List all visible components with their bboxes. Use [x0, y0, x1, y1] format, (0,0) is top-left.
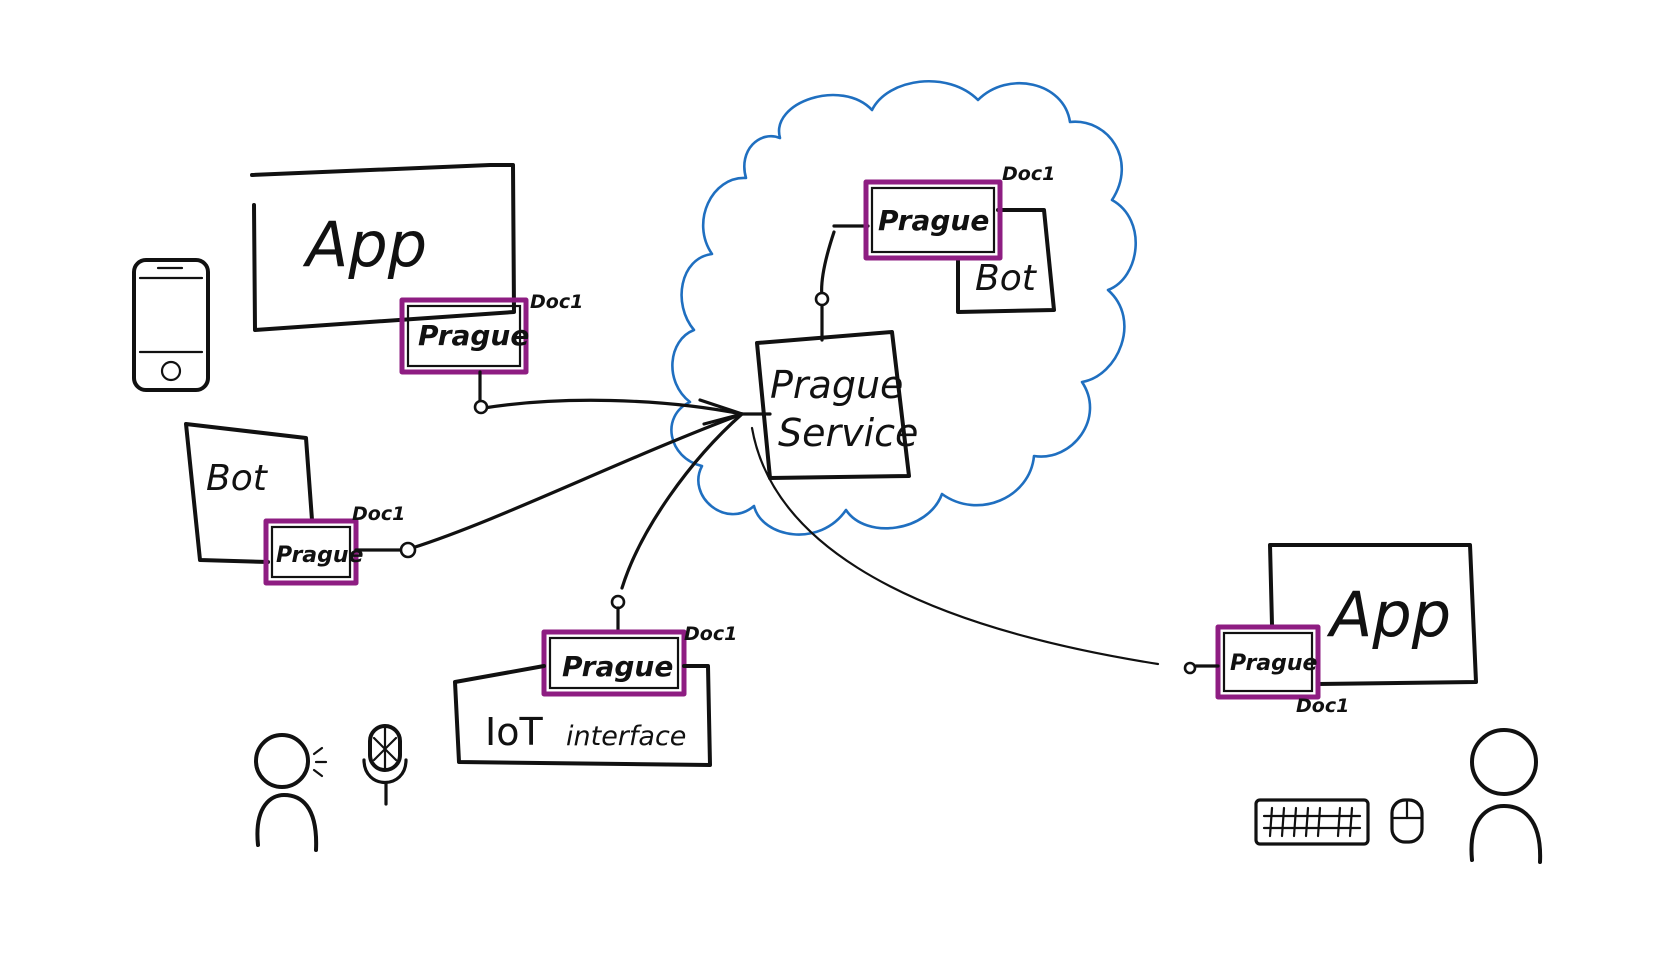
- microphone-icon: [362, 724, 408, 806]
- desktop-app-group: App Prague Doc1: [1183, 543, 1543, 864]
- iot-prague-box: [541, 629, 687, 697]
- prague-service-group: Prague Service: [755, 291, 918, 480]
- connector-bot-client: [410, 412, 744, 550]
- mobile-app-group: App Prague Doc1: [132, 163, 583, 415]
- mobile-app-label: App: [302, 208, 427, 281]
- prague-service-box: [755, 330, 911, 480]
- connector-cloud-bot: [820, 230, 836, 299]
- person-icon: [1469, 728, 1543, 864]
- cloud-bot-group: Bot Prague Doc1: [863, 163, 1056, 314]
- keyboard-icon: [1254, 798, 1370, 846]
- mouse-icon: [1390, 798, 1424, 844]
- cloud-prague-label: Prague: [878, 204, 989, 237]
- iot-doc-label: Doc1: [684, 623, 737, 645]
- desktop-app-window: [1268, 543, 1478, 686]
- iot-prague-label: Prague: [562, 650, 673, 683]
- mobile-prague-label: Prague: [418, 319, 529, 352]
- service-label-line1: Prague: [770, 363, 903, 407]
- iot-label: IoT: [485, 710, 543, 754]
- mobile-app-window: [250, 163, 516, 332]
- bot-client-group: Bot Prague Doc1: [184, 422, 417, 586]
- desktop-doc-label: Doc1: [1296, 695, 1349, 717]
- connector-mobile-app: [482, 398, 744, 416]
- iot-interface-box: [453, 664, 712, 767]
- iot-client-group: Prague Doc1 IoT interface: [254, 594, 737, 852]
- cloud-boundary: [670, 79, 1137, 536]
- bot-client-window: [184, 422, 314, 564]
- bot-doc-label: Doc1: [352, 503, 405, 525]
- cloud-bot-box: [956, 208, 1056, 314]
- bot-prague-box: [263, 518, 359, 586]
- smartphone-icon: [132, 258, 210, 392]
- desktop-app-label: App: [1326, 578, 1451, 651]
- connector-iot: [620, 412, 744, 590]
- mobile-prague-box: [399, 297, 529, 375]
- connectors: [410, 224, 1160, 666]
- service-label-line2: Service: [778, 411, 918, 455]
- cloud-bot-label: Bot: [975, 258, 1038, 299]
- iot-interface-label: interface: [566, 721, 686, 752]
- cloud-prague-box: [863, 179, 1003, 261]
- mobile-doc-label: Doc1: [530, 291, 583, 313]
- speaking-person-icon: [254, 733, 328, 852]
- desktop-prague-label: Prague: [1230, 651, 1318, 676]
- cloud-doc-label: Doc1: [1002, 163, 1055, 185]
- connector-desktop-app: [750, 426, 1160, 666]
- bot-prague-label: Prague: [276, 543, 364, 568]
- desktop-prague-box: [1215, 624, 1321, 700]
- bot-client-label: Bot: [206, 458, 269, 499]
